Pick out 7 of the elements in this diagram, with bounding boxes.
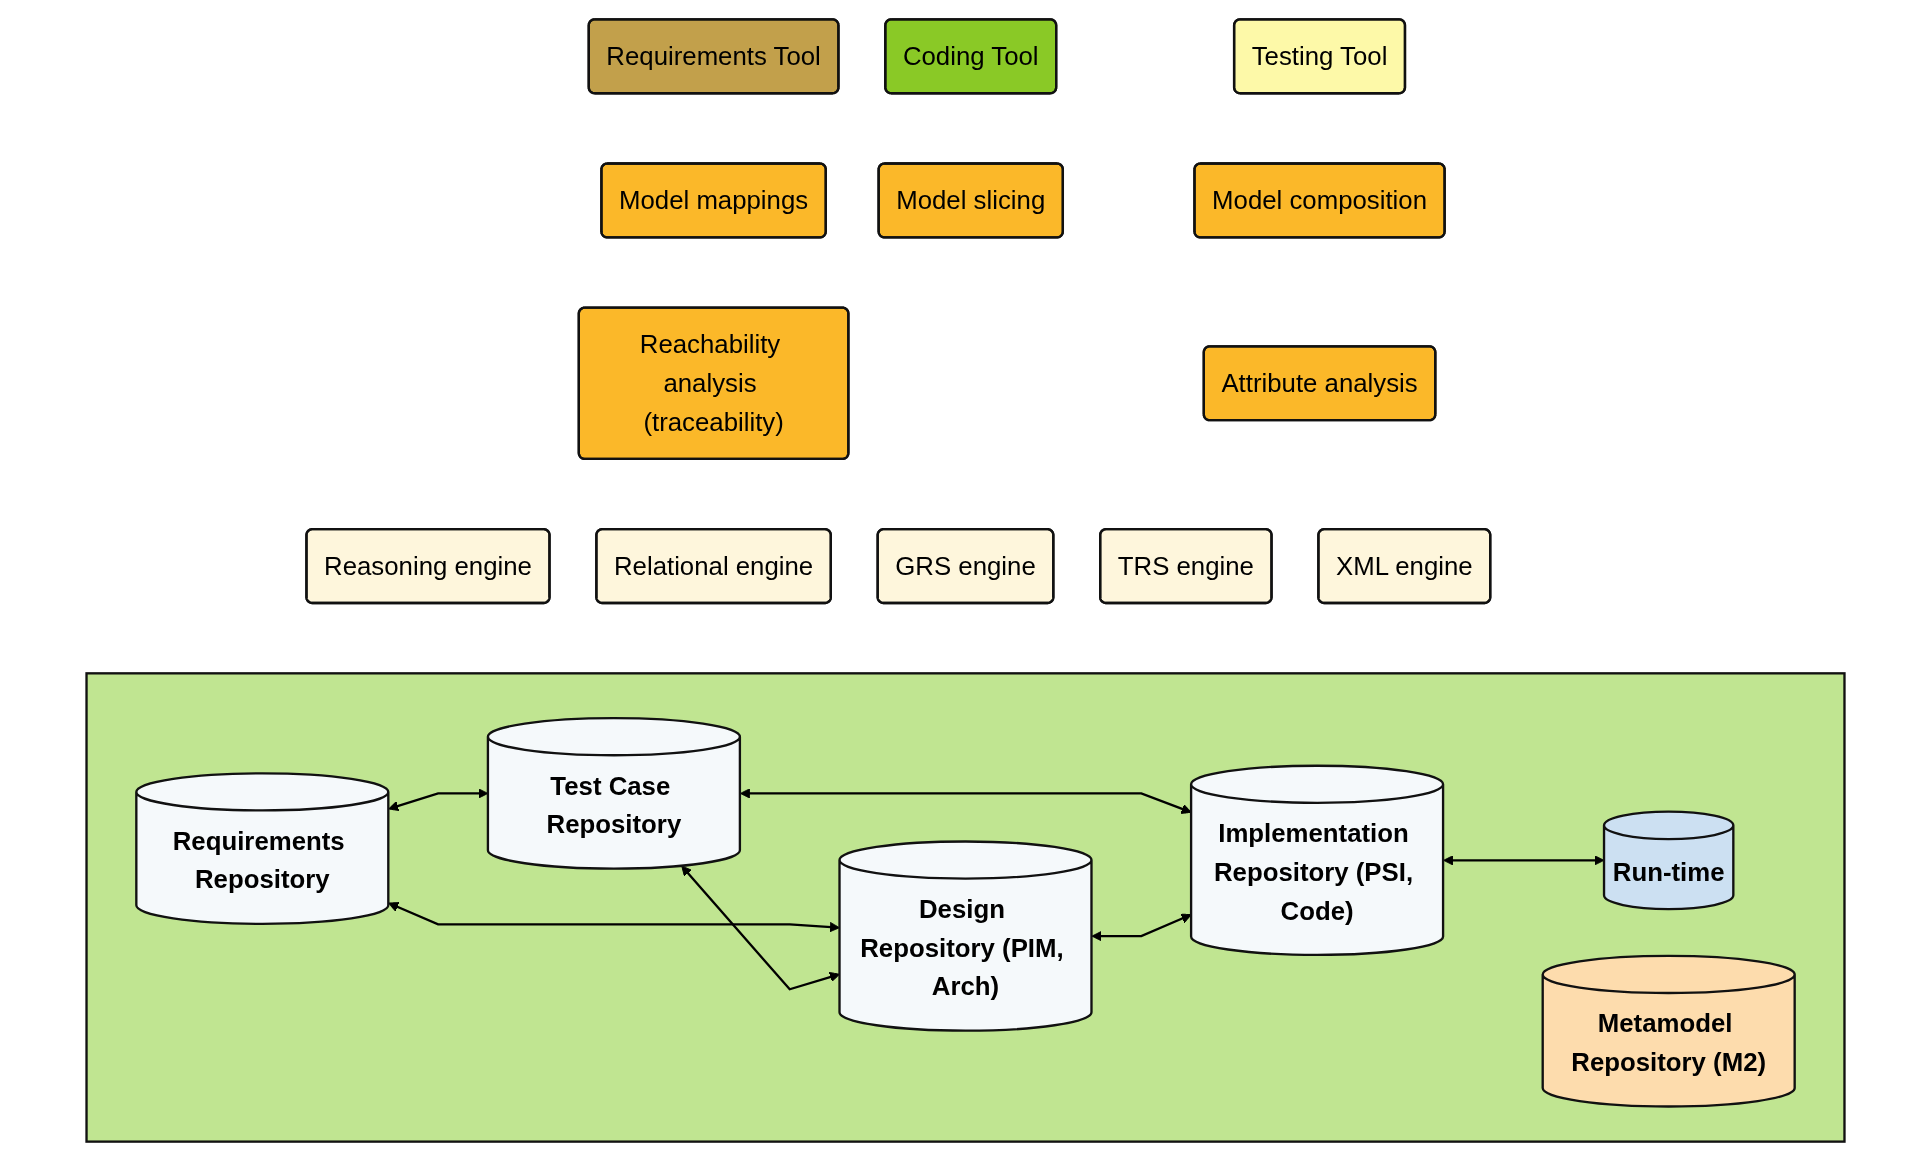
arrow (388, 788, 489, 812)
arrow (388, 902, 840, 933)
arrow (1091, 913, 1192, 942)
arrow (739, 788, 1192, 814)
cluster (85, 672, 1846, 1143)
arrow (1443, 855, 1605, 866)
arrow (681, 865, 840, 991)
